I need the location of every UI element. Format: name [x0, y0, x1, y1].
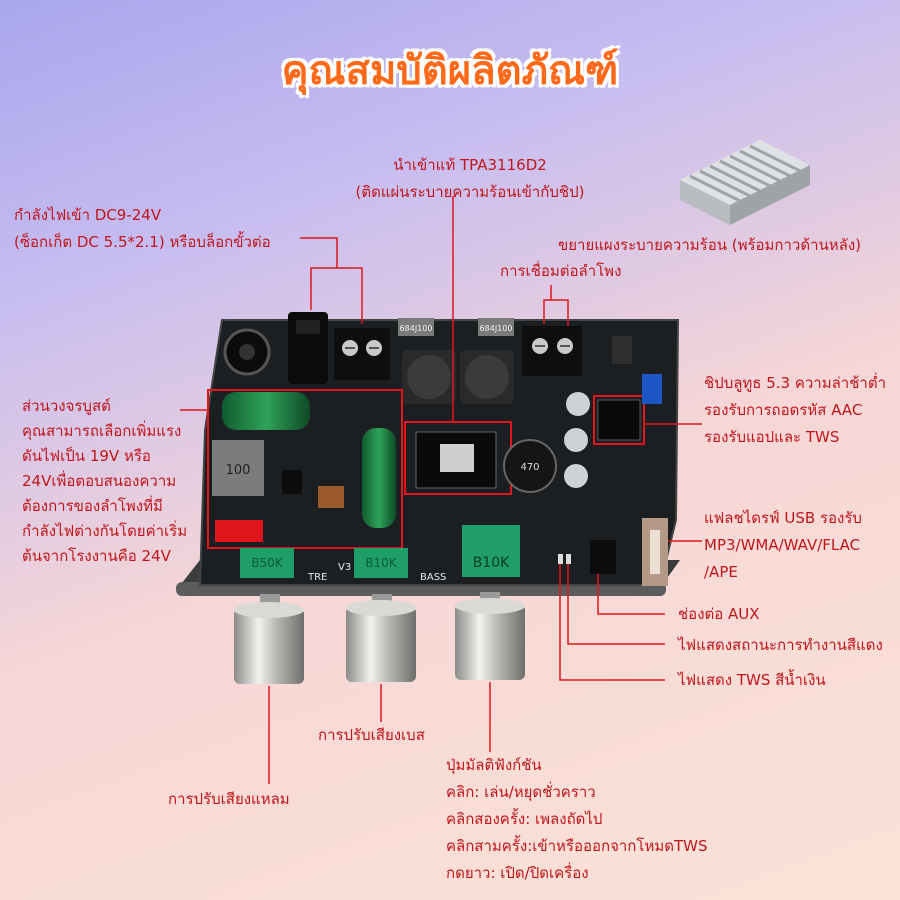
amplifier-chip — [415, 431, 497, 489]
silk-v3: V3 — [338, 562, 351, 573]
potentiometers: B50K B10K B10K TRE V3 BASS — [240, 525, 520, 583]
label-tws-led: ไฟแสดง TWS สีน้ำเงิน — [678, 671, 826, 689]
speaker-terminal — [522, 326, 582, 376]
page-title: คุณสมบัติผลิตภัณฑ์ — [281, 48, 619, 94]
aux-jack — [590, 540, 616, 574]
label-speaker-connection: การเชื่อมต่อลำโพง — [500, 262, 622, 280]
label-usb: แฟลชไดรฟ์ USB รองรับ MP3/WMA/WAV/FLAC /A… — [704, 509, 862, 581]
coil-label: 684J100 — [400, 324, 433, 333]
svg-text:100: 100 — [226, 463, 251, 478]
usb-port — [642, 518, 668, 586]
callout-lines — [180, 196, 702, 784]
svg-text:470: 470 — [520, 462, 539, 473]
coil-label: 684J100 — [480, 324, 513, 333]
booster-section: 100 — [207, 389, 403, 549]
dc-jack — [288, 312, 328, 384]
power-terminal — [334, 328, 390, 380]
label-status-led: ไฟแสดงสถานะการทำงานสีแดง — [678, 636, 883, 654]
inductors — [402, 350, 514, 404]
label-heatsink: ขยายแผงระบายความร้อน (พร้อมกาวด้านหลัง) — [558, 236, 862, 254]
pot-treble-value: B50K — [251, 556, 284, 570]
label-aux: ช่องต่อ AUX — [678, 605, 760, 623]
knob-multifunction[interactable] — [455, 592, 525, 680]
status-led — [566, 554, 571, 564]
capacitor-470: 470 — [503, 439, 557, 493]
tws-led — [558, 554, 563, 564]
label-treble: การปรับเสียงแหลม — [168, 790, 290, 808]
knob-bass[interactable] — [346, 594, 416, 682]
label-multifunction-knob: ปุ่มมัลติฟังก์ชัน คลิก: เล่น/หยุดชั่วครา… — [446, 756, 708, 882]
label-bass: การปรับเสียงเบส — [318, 726, 425, 744]
label-bluetooth: ชิปบลูทูธ 5.3 ความล่าช้าต่ำ รองรับการถอด… — [704, 374, 886, 446]
silk-tre: TRE — [307, 572, 327, 583]
bluetooth-chip — [593, 336, 662, 445]
pot-multi-value: B10K — [473, 555, 510, 571]
label-booster: ส่วนวงจรบูสต์ คุณสามารถเลือกเพิ่มแรง ดัน… — [22, 397, 188, 565]
heatsink-image — [680, 140, 810, 225]
label-power-input: กำลังไฟเข้า DC9-24V (ซ็อกเก็ต DC 5.5*2.1… — [14, 206, 271, 251]
silk-bass: BASS — [420, 572, 446, 583]
pot-bass-value: B10K — [365, 556, 398, 570]
knob-treble[interactable] — [234, 594, 304, 684]
label-amplifier-chip: นำเข้าแท้ TPA3116D2 (ติดแผ่นระบายความร้อ… — [355, 156, 585, 201]
